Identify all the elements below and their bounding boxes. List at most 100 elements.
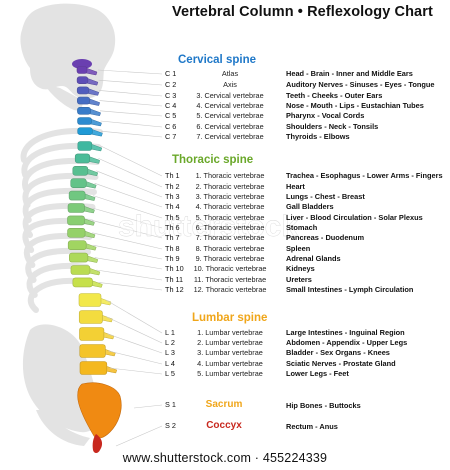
vertebra-name: 8. Thoracic vertebrae xyxy=(195,244,265,253)
vertebra-name: 5. Thoracic vertebrae xyxy=(195,213,265,222)
vertebra-name: 11. Thoracic vertebrae xyxy=(193,275,267,284)
vertebra-shape xyxy=(77,107,101,117)
organs-description: Gall Bladders xyxy=(286,202,334,211)
vertebra-shape xyxy=(77,96,101,106)
organs-description: Lower Legs - Feet xyxy=(286,369,349,378)
vertebra-code: Th 9 xyxy=(165,254,180,263)
rib-shape xyxy=(22,172,99,208)
vertebra-name: 3. Cervical vertebrae xyxy=(196,91,264,100)
organs-description: Sciatic Nerves - Prostate Gland xyxy=(286,359,396,368)
vertebra-code: C 5 xyxy=(165,111,177,120)
leader-line xyxy=(105,299,163,334)
organs-description: Shoulders - Neck - Tonsils xyxy=(286,122,379,131)
organs-description: Abdomen - Appendix - Upper Legs xyxy=(286,338,408,347)
vertebra-code: C 7 xyxy=(165,132,177,141)
organs-description: Heart xyxy=(286,182,305,191)
vertebra-name: 7. Thoracic vertebrae xyxy=(195,233,265,242)
vertebra-shape xyxy=(78,310,113,324)
vertebra-code: L 2 xyxy=(165,338,175,347)
leader-line xyxy=(96,269,163,281)
vertebra-shape xyxy=(69,252,99,263)
organs-description: Small Intestines - Lymph Circulation xyxy=(286,285,414,294)
vertebra-name: 3. Lumbar vertebrae xyxy=(197,348,263,357)
pelvis-lower-shape xyxy=(36,410,90,446)
organs-description: Hip Bones - Buttocks xyxy=(286,401,361,410)
vertebra-shape xyxy=(77,141,103,152)
leader-line xyxy=(100,120,163,128)
vertebra-name: 3. Thoracic vertebrae xyxy=(195,192,265,201)
vertebra-name: 1. Lumbar vertebrae xyxy=(197,328,263,337)
vertebra-name: 12. Thoracic vertebrae xyxy=(193,285,267,294)
leader-line xyxy=(91,220,163,239)
vertebra-shape xyxy=(76,76,99,86)
vertebra-code: L 4 xyxy=(165,359,175,368)
organs-description: Rectum - Anus xyxy=(286,422,338,431)
organs-description: Liver - Blood Circulation - Solar Plexus xyxy=(286,213,423,222)
vertebra-name: 4. Cervical vertebrae xyxy=(196,101,264,110)
vertebra-name: 7. Cervical vertebrae xyxy=(196,132,264,141)
chart-title: Vertebral Column • Reflexology Chart xyxy=(172,4,433,20)
sacrum-shape xyxy=(77,382,122,439)
leader-line xyxy=(94,257,163,270)
leader-line xyxy=(99,100,163,107)
vertebra-name: 4. Lumbar vertebrae xyxy=(197,359,263,368)
leader-lines xyxy=(91,69,163,447)
vertebra-name: 1. Thoracic vertebrae xyxy=(195,171,265,180)
vertebra-name: Coccyx xyxy=(206,420,242,431)
vertebra-name: 5. Cervical vertebrae xyxy=(196,111,264,120)
vertebra-code: L 5 xyxy=(165,369,175,378)
vertebra-code: S 1 xyxy=(165,400,176,409)
vertebra-code: Th 8 xyxy=(165,244,180,253)
leader-line xyxy=(108,350,163,365)
vertebra-name: 6. Cervical vertebrae xyxy=(196,122,264,131)
leader-line xyxy=(97,69,163,75)
leader-line xyxy=(107,333,163,354)
leader-line xyxy=(100,145,163,177)
leader-line xyxy=(133,404,163,409)
organs-description: Lungs - Chest - Breast xyxy=(286,192,365,201)
vertebra-name: 4. Thoracic vertebrae xyxy=(195,202,265,211)
vertebra-shape xyxy=(77,127,103,137)
organs-description: Head - Brain - Inner and Middle Ears xyxy=(286,69,413,78)
table-row: S 1 Sacrum Hip Bones - Buttocks xyxy=(0,399,450,411)
vertebra-shape xyxy=(77,117,102,127)
organs-description: Pharynx - Vocal Cords xyxy=(286,111,365,120)
leader-line xyxy=(98,90,163,97)
vertebra-code: L 3 xyxy=(165,348,175,357)
table-row: Th 8 8. Thoracic vertebrae Spleen xyxy=(0,244,450,254)
organs-description: Spleen xyxy=(286,244,311,253)
vertebra-name: Sacrum xyxy=(205,399,243,410)
organs-description: Trachea - Esophagus - Lower Arms - Finge… xyxy=(286,171,443,180)
vertebra-code: Th 5 xyxy=(165,213,180,222)
vertebra-shape xyxy=(78,293,112,307)
skull-shape xyxy=(20,3,116,99)
section-lumbar-spine: Lumbar spine xyxy=(192,312,268,324)
vertebra-shape xyxy=(74,153,101,164)
vertebra-name: 10. Thoracic vertebrae xyxy=(193,264,267,273)
vertebra-code: Th 6 xyxy=(165,223,180,232)
organs-description: Stomach xyxy=(286,223,318,232)
vertebra-code: Th 12 xyxy=(165,285,184,294)
table-row: Th 12 12. Thoracic vertebrae Small Intesti… xyxy=(0,285,450,295)
leader-line xyxy=(106,316,163,344)
leader-line xyxy=(101,130,163,138)
coccyx-shape xyxy=(92,434,103,453)
leader-line xyxy=(92,232,163,250)
leader-line xyxy=(94,182,163,208)
leader-line xyxy=(98,158,163,188)
leader-line xyxy=(93,195,163,219)
